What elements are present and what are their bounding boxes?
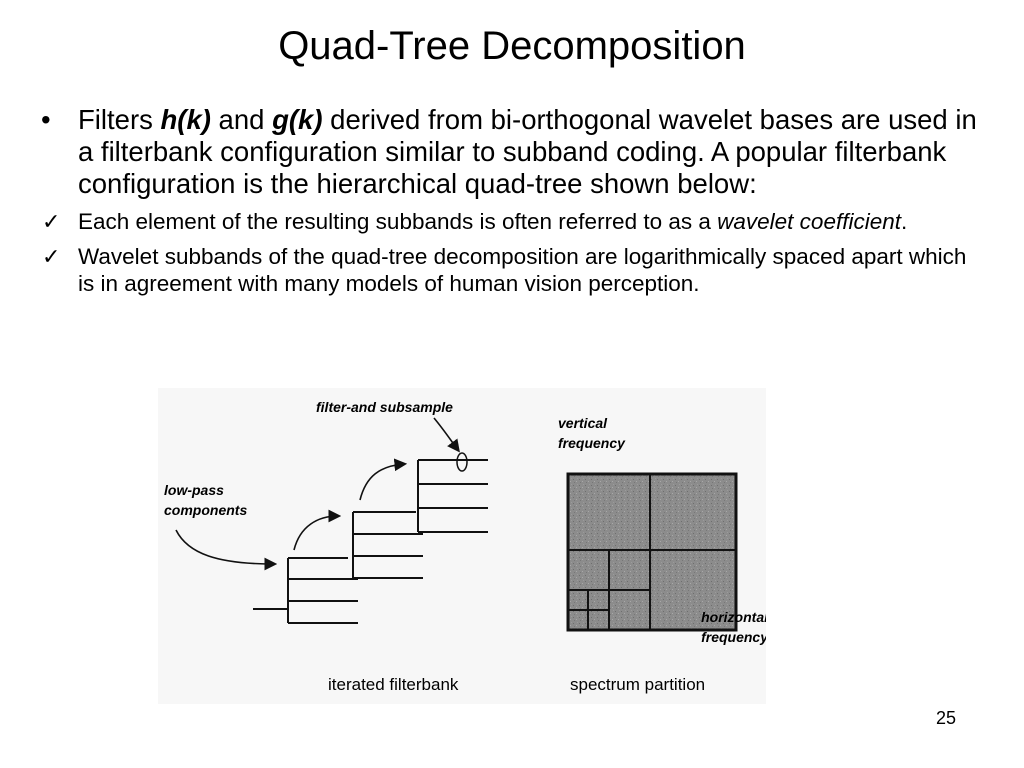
quad-tree-figure: filter-and subsample low-pass components… <box>158 388 766 704</box>
annotation-filter-subsample: filter-and subsample <box>316 399 453 415</box>
filterbank-diagram <box>175 417 488 624</box>
checkmark-icon: ✓ <box>42 209 61 234</box>
subbullet-1-end: . <box>901 209 908 234</box>
annotation-low-pass: low-pass <box>164 482 224 498</box>
bullet-list: • Filters h(k) and g(k) derived from bi-… <box>38 104 988 297</box>
bullet-text-3: derived from bi-orthogonal wavelet bases… <box>78 104 977 199</box>
spectrum-partition-diagram <box>566 472 738 632</box>
axis-label-horizontal: horizontal <box>701 609 766 625</box>
page-number: 25 <box>936 708 957 728</box>
caption-iterated-filterbank: iterated filterbank <box>328 675 459 694</box>
axis-label-horizontal-frequency: frequency <box>701 629 766 645</box>
bullet-text-2: and <box>210 104 273 135</box>
axis-label-vertical: vertical <box>558 415 608 431</box>
subbullet-log-spacing: ✓ Wavelet subbands of the quad-tree deco… <box>38 243 988 297</box>
caption-spectrum-partition: spectrum partition <box>570 675 705 694</box>
bullet-text-1: Filters <box>78 104 161 135</box>
subbullet-2-text: Wavelet subbands of the quad-tree decomp… <box>78 244 967 296</box>
bullet-filters: • Filters h(k) and g(k) derived from bi-… <box>38 104 988 200</box>
wavelet-coefficient-term: wavelet coefficient <box>717 209 901 234</box>
subbullet-wavelet-coefficient: ✓ Each element of the resulting subbands… <box>38 208 988 235</box>
filter-g-label: g(k) <box>272 104 323 135</box>
slide-title: Quad-Tree Decomposition <box>278 24 746 68</box>
checkmark-icon: ✓ <box>42 244 61 269</box>
bullet-marker: • <box>41 104 51 135</box>
filter-h-label: h(k) <box>160 104 211 135</box>
annotation-components: components <box>164 502 247 518</box>
axis-label-vertical-frequency: frequency <box>558 435 626 451</box>
subbullet-1-text: Each element of the resulting subbands i… <box>78 209 718 234</box>
